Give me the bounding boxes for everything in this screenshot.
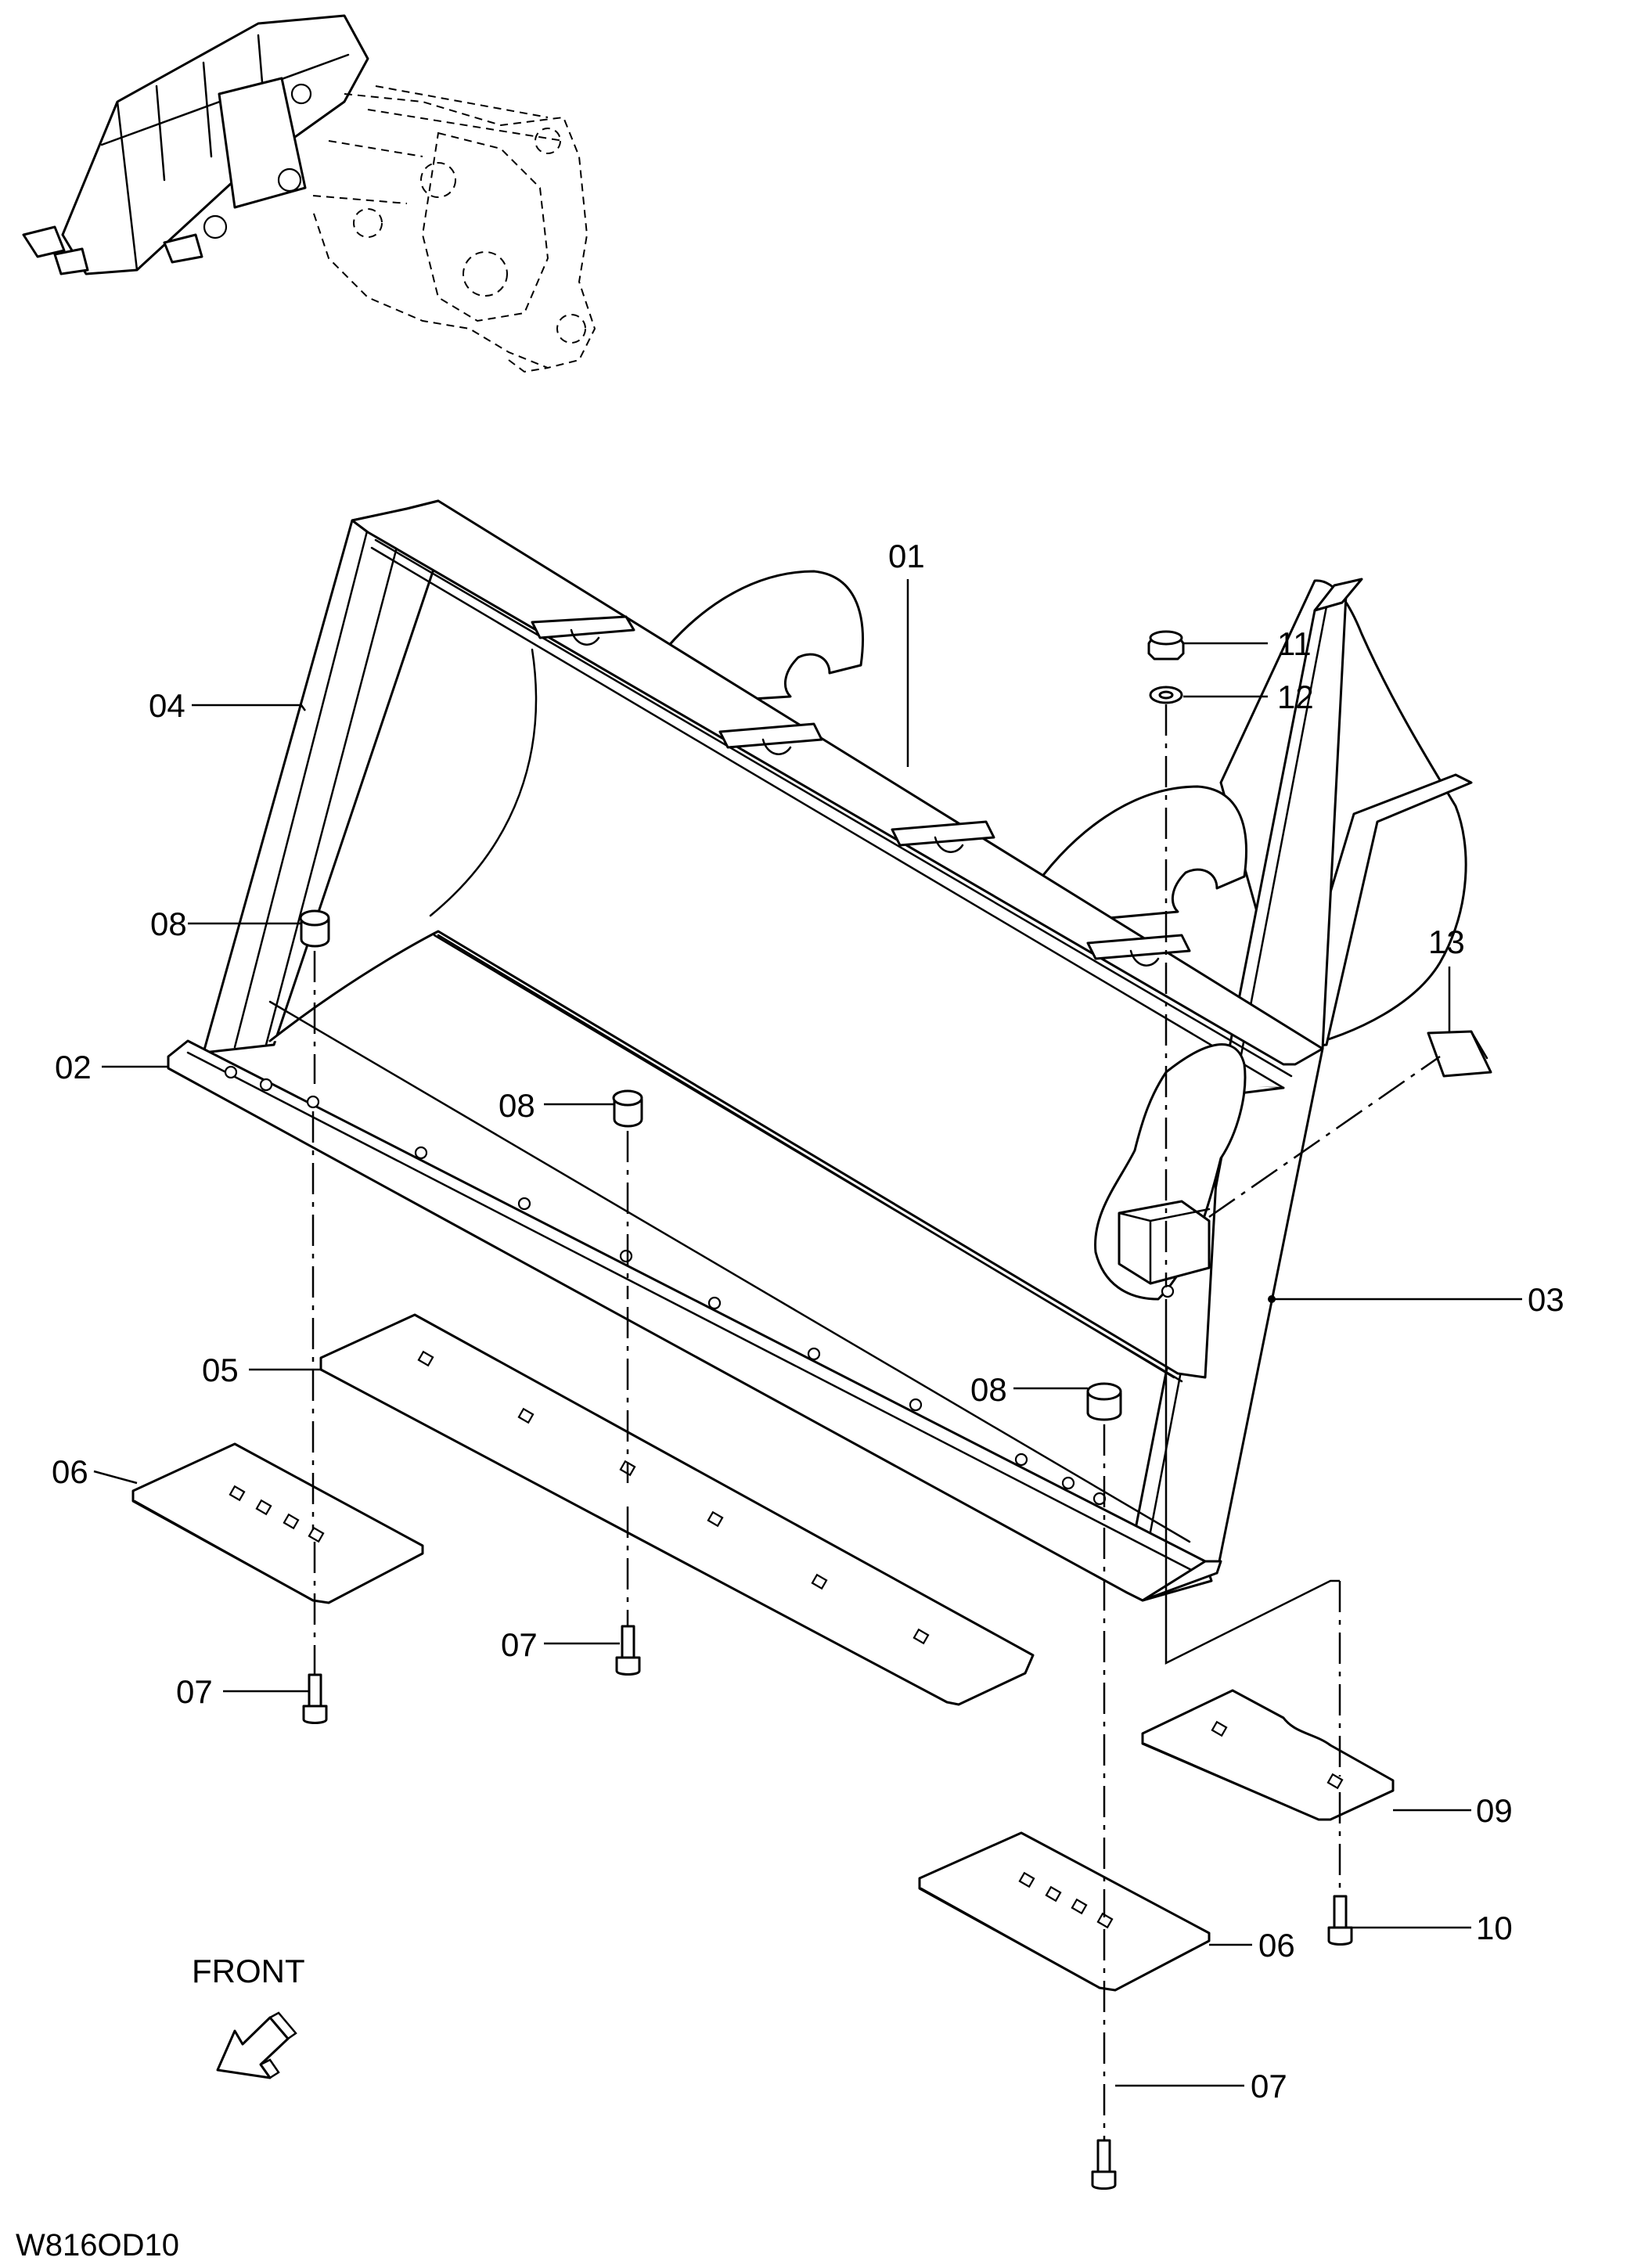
callout-12: 12 (1277, 679, 1314, 715)
callout-labels: 01 04 11 12 08 13 02 08 03 05 08 06 07 0… (52, 538, 1564, 2104)
part-09-side-wear-plate (1141, 1689, 1395, 1821)
part-02-base-edge (167, 1039, 1222, 1602)
inset-loader-view (22, 14, 596, 373)
part-08-nut-left (299, 909, 330, 948)
callout-06a: 06 (52, 1453, 88, 1490)
part-07-bolt-right (1091, 2139, 1117, 2190)
inset-bucket (22, 14, 369, 275)
part-12-washer (1149, 686, 1183, 704)
inset-front-frame (312, 85, 596, 373)
part-01-bucket-body (268, 499, 1324, 1543)
part-11-nut (1147, 630, 1185, 661)
part-10-bolt (1327, 1895, 1353, 1946)
part-05-cutting-edge (319, 1313, 1035, 1706)
assembly-centerlines (311, 704, 1441, 2140)
callout-10: 10 (1476, 1910, 1513, 1946)
part-08-nut-center (612, 1089, 643, 1128)
callout-09: 09 (1476, 1792, 1513, 1829)
front-arrow-icon (216, 2016, 290, 2079)
callout-06b: 06 (1258, 1927, 1295, 1964)
part-08-nut-right (1086, 1382, 1122, 1421)
callout-08c: 08 (970, 1371, 1007, 1408)
callout-01: 01 (888, 538, 925, 574)
callout-07c: 07 (1251, 2068, 1287, 2104)
callout-05: 05 (202, 1352, 239, 1388)
callout-03: 03 (1528, 1281, 1564, 1318)
callout-07a: 07 (176, 1673, 213, 1710)
part-07-bolt-center (615, 1625, 641, 1676)
front-label: FRONT (192, 1953, 305, 1989)
front-direction-indicator: FRONT (192, 1953, 305, 2079)
callout-02: 02 (55, 1049, 92, 1085)
part-06-end-bit-right (918, 1831, 1211, 1992)
leader-lines (93, 579, 1522, 2087)
callout-08b: 08 (499, 1087, 535, 1124)
callout-04: 04 (149, 687, 185, 724)
callout-07b: 07 (501, 1626, 538, 1663)
drawing-code: W816OD10 (16, 2228, 179, 2263)
part-06-end-bit-left (131, 1442, 424, 1604)
part-13-pad (1427, 1030, 1492, 1078)
callout-08a: 08 (150, 905, 187, 942)
part-07-bolt-left (302, 1673, 328, 1724)
callout-13: 13 (1428, 923, 1465, 960)
callout-11: 11 (1277, 625, 1312, 662)
